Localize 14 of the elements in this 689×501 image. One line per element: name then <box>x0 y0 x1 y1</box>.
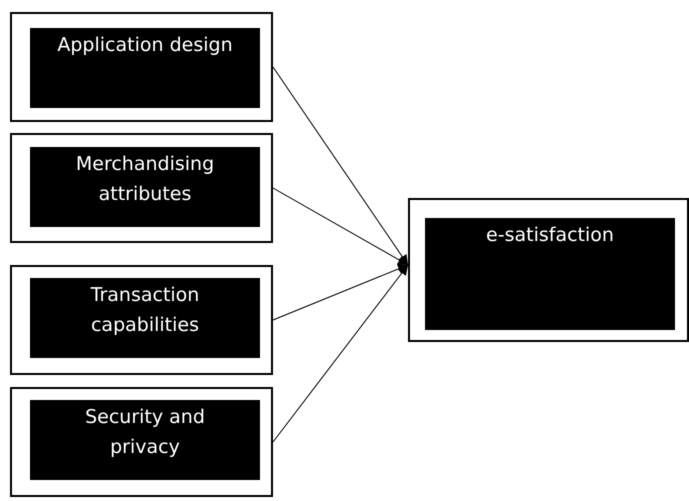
arrow <box>272 264 408 320</box>
label-box: Merchandising attributes <box>30 147 260 227</box>
frame-box <box>408 198 689 342</box>
arrow <box>272 188 408 266</box>
frame-box <box>10 12 273 122</box>
arrow <box>272 66 408 266</box>
frame-box <box>10 133 273 243</box>
label-box: e-satisfaction <box>425 218 675 330</box>
label-box: Security and privacy <box>30 400 260 480</box>
frame-box <box>10 265 273 375</box>
frame-box <box>10 387 273 497</box>
label-box: Application design <box>30 28 260 108</box>
label-box: Transaction capabilities <box>30 278 260 358</box>
arrow <box>272 264 408 442</box>
